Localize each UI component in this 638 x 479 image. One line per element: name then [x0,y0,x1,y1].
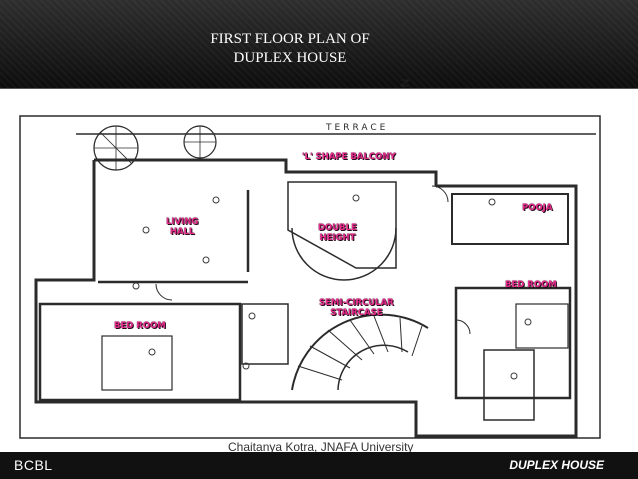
semicircle-arc [291,227,397,281]
top-wall [94,158,438,186]
staircase-inner [337,344,409,391]
plan-outer-frame [19,115,601,439]
fixture-symbol [510,372,518,380]
label-staircase-line-1: SEMI-CIRCULAR [319,298,394,308]
stair-step [373,315,389,353]
fixture-symbol [148,348,156,356]
dress-room [483,349,535,421]
stair-step [399,317,403,353]
floor-plan-drawing: TERRACE [19,115,601,439]
fixture-symbol [352,194,360,202]
slide-title-line-1: FIRST FLOOR PLAN OF [210,31,370,47]
slide-header: FIRST FLOOR PLAN OF DUPLEX HOUSE [0,0,638,89]
right-bed-room [454,286,572,400]
left-bed-room [38,302,242,402]
footer-left-text: BCBL [14,457,53,473]
fixture-symbol [142,226,150,234]
terrace-text: TERRACE [325,123,388,133]
floor-plan: TERRACE 'L' SHAPE BALCONY POOJA LIVING H… [16,90,624,452]
label-staircase-line-2: STAIRCASE [330,308,383,318]
fixture-symbol [202,256,210,264]
stair-step [297,365,343,381]
fixture-symbol [488,198,496,206]
fixture-symbol [248,312,256,320]
right-bed [515,303,569,349]
label-living-line-1: LIVING [166,217,199,227]
label-pooja: POOJA [522,203,553,213]
label-living-hall: LIVING HALL [166,217,198,237]
label-living-line-2: HALL [169,227,195,237]
label-semi-circular-staircase: SEMI-CIRCULAR STAIRCASE [319,298,394,318]
fixture-symbol [132,282,140,290]
footer-right-text: DUPLEX HOUSE [509,458,604,472]
label-double-line-2: HEIGHT [319,233,356,243]
spiral-step [99,131,133,165]
door-swing [155,283,173,301]
label-bed-room-right: BED ROOM [505,280,557,290]
door-swing [455,319,471,335]
label-double-height: DOUBLE HEIGHT [318,223,357,243]
stair-step [349,319,375,355]
stair-step [309,345,351,369]
label-bed-room-left: BED ROOM [114,321,166,331]
fixture-symbol [212,196,220,204]
label-l-shape-balcony: 'L' SHAPE BALCONY [302,152,396,162]
double-height-void [287,181,397,269]
left-bed [101,335,173,391]
outer-wall [34,160,578,438]
author-credit: Chaitanya Kotra, JNAFA University [228,440,414,454]
slide-title-line-2: DUPLEX HOUSE [233,50,347,66]
fixture-symbol [524,318,532,326]
stair-step [327,329,363,361]
pooja-room [451,193,569,245]
slide-footer: BCBL DUPLEX HOUSE [0,452,638,479]
fixture-symbol [242,362,250,370]
label-double-line-1: DOUBLE [318,223,357,233]
door-swing [431,185,449,203]
slide-title: FIRST FLOOR PLAN OF DUPLEX HOUSE [175,30,405,68]
bath-room [241,303,289,365]
stair-step [411,325,423,357]
north-mark: N [397,78,412,88]
header-texture [0,0,638,88]
